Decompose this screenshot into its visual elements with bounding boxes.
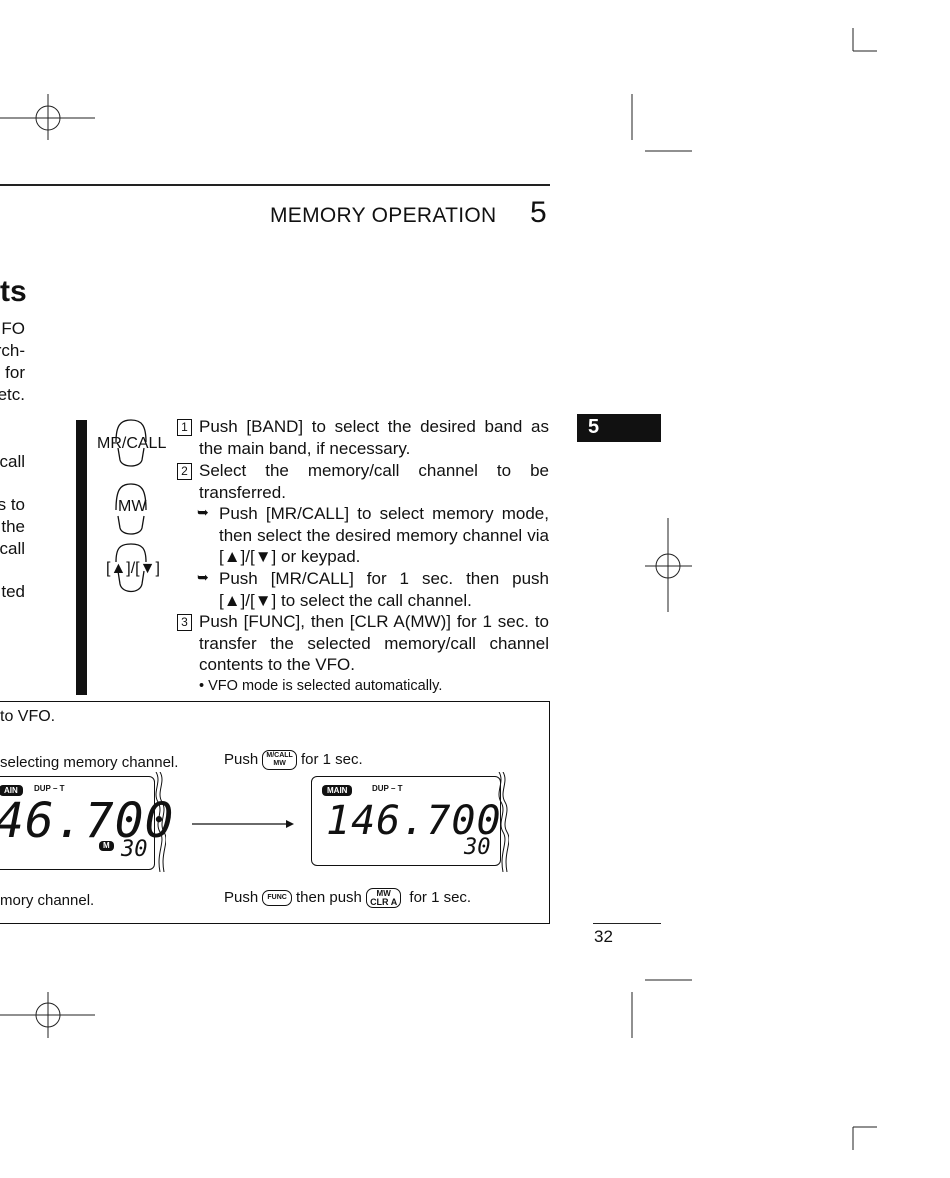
example-title: to VFO. [0, 708, 56, 725]
step-text: Push [FUNC], then [CLR A(MW)] for 1 sec.… [199, 612, 549, 675]
section-tab: 5 [577, 414, 661, 442]
lcd-display-after: MAIN DUP – T 146.700 30 [311, 776, 501, 866]
up-down-key-label: [▲]/[▼] [106, 560, 160, 577]
text-fragment: call [0, 539, 25, 558]
mcall-key-icon: M/CALL MW [262, 750, 297, 770]
instruction-step: 3 Push [FUNC], then [CLR A(MW)] for 1 se… [177, 611, 549, 676]
sub-step-text: Push [MR/CALL] to select memory mode, th… [219, 504, 549, 567]
arrow-icon: ➥ [197, 505, 209, 521]
key-icons: MR/CALL MW [▲]/[▼] [96, 414, 168, 604]
example-box: to VFO. selecting memory channel. Push M… [0, 701, 550, 924]
caption-push: Push [224, 750, 259, 768]
text-fragment: rch- [0, 341, 25, 360]
finger-press-icon [115, 419, 147, 593]
step-text: Push [BAND] to select the desired band a… [199, 417, 549, 458]
mw-key-label: MW [118, 498, 147, 515]
tear-edge-icon [155, 772, 166, 872]
caption-push-mcall: Push M/CALL MW for 1 sec. [224, 750, 363, 770]
step-number: 3 [177, 614, 192, 631]
memory-badge: M [99, 841, 114, 851]
section-heading-fragment: ts [0, 275, 27, 308]
text-fragment: FO [1, 319, 25, 338]
step-number: 1 [177, 419, 192, 436]
caption-push: Push [224, 888, 259, 906]
caption-left-top: selecting memory channel. [0, 754, 179, 771]
frequency-readout: 146.700 [326, 798, 502, 844]
lcd-display-before: AIN DUP – T 46.700 M 30 [0, 776, 173, 870]
dup-indicator: DUP – T [34, 784, 65, 793]
mcall-key-top: M/CALL [266, 752, 293, 759]
main-badge: AIN [0, 785, 23, 796]
caption-for-1-sec: for 1 sec. [301, 750, 363, 768]
caption-push-func: Push FUNC then push MW CLR A for 1 sec. [224, 888, 471, 908]
func-key-icon: FUNC [262, 890, 292, 906]
main-badge: MAIN [322, 785, 353, 796]
instruction-step: 1 Push [BAND] to select the desired band… [177, 416, 549, 459]
text-fragment: for [5, 363, 25, 382]
channel-readout: 30 [464, 835, 491, 860]
caption-for-1-sec: for 1 sec. [409, 888, 472, 906]
text-fragment: the [1, 517, 25, 536]
section-bar [76, 420, 87, 695]
text-fragment: ted [1, 582, 25, 601]
caption-then-push: then push [296, 888, 362, 906]
arrow-right-icon [192, 820, 294, 828]
sub-step-text: Push [MR/CALL] for 1 sec. then push [▲]/… [219, 569, 549, 610]
mw-key-top: MW [376, 889, 391, 898]
instruction-step: 2 Select the memory/call channel to be t… [177, 460, 549, 503]
sub-step: ➥ Push [MR/CALL] to select memory mode, … [197, 503, 549, 568]
text-fragment: call [0, 452, 25, 471]
header-title: MEMORY OPERATION [270, 204, 497, 227]
page-number: 32 [594, 927, 613, 946]
step-text: Select the memory/call channel to be tra… [199, 461, 549, 502]
frequency-readout: 46.700 [0, 793, 175, 849]
func-key-label: FUNC [267, 894, 287, 901]
chapter-number: 5 [530, 196, 547, 229]
step-number: 2 [177, 463, 192, 480]
arrow-icon: ➥ [197, 570, 209, 586]
mcall-key-bottom: MW [273, 760, 286, 767]
channel-readout: 30 [121, 837, 148, 862]
text-fragment: s to [0, 495, 25, 514]
page-number-rule [593, 923, 661, 925]
text-fragment: etc. [0, 385, 25, 404]
caption-left-bottom: mory channel. [0, 892, 95, 909]
clr-key-bottom: CLR A [370, 897, 398, 907]
note: • VFO mode is selected automatically. [199, 678, 443, 694]
sub-step: ➥ Push [MR/CALL] for 1 sec. then push [▲… [197, 568, 549, 611]
tear-edge-icon [498, 772, 509, 872]
mw-clr-key-icon: MW CLR A [366, 888, 402, 908]
mr-call-key-label: MR/CALL [97, 435, 167, 452]
section-tab-label: 5 [588, 416, 600, 438]
dup-indicator: DUP – T [372, 784, 403, 793]
header-rule [0, 184, 550, 186]
